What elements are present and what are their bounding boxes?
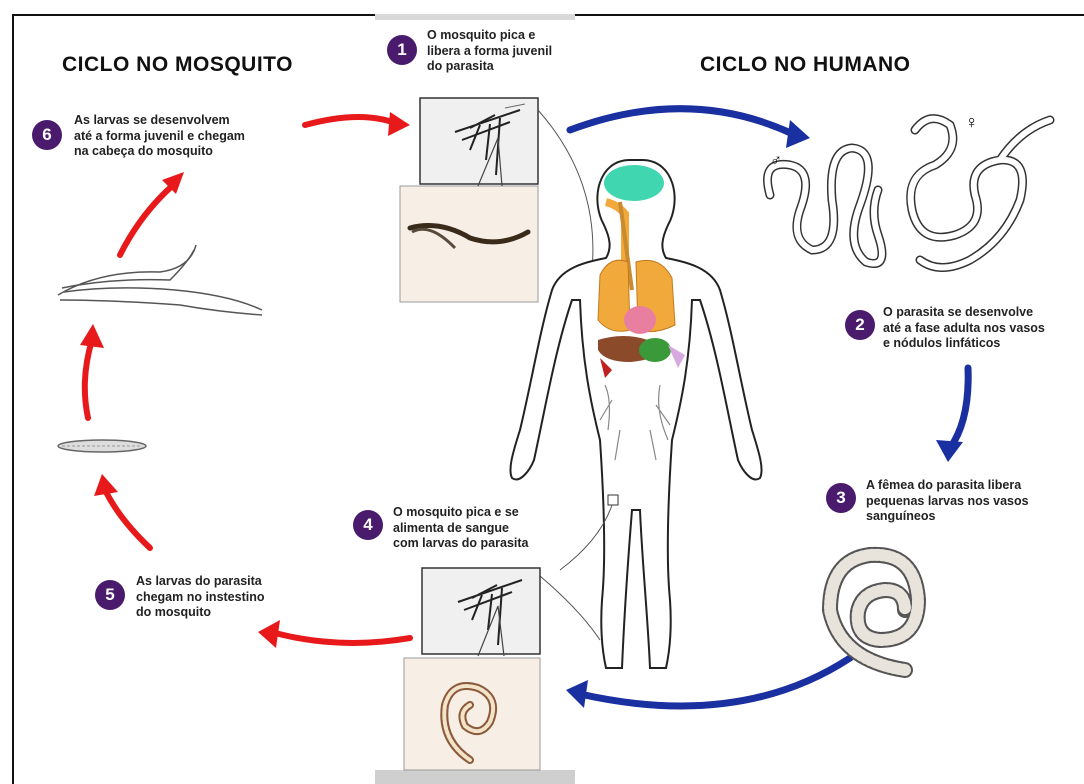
step-6-badge: 6 (32, 120, 62, 150)
human-body (510, 160, 761, 668)
step-6-line: até a forma juvenil e chegam (74, 129, 245, 145)
step-6-label: As larvas se desenvolvem até a forma juv… (74, 113, 245, 160)
step-4-badge: 4 (353, 510, 383, 540)
step-2-line: e nódulos linfáticos (883, 336, 1045, 352)
arrow-larva-up-head (80, 324, 104, 348)
arrow-step4-to-step5 (275, 633, 410, 643)
arrow-step5-up-head (94, 474, 118, 496)
mosquito-cycle-arrows (80, 112, 410, 648)
step-5-line: do mosquito (136, 605, 265, 621)
human-cycle-heading: CICLO NO HUMANO (700, 53, 911, 77)
step-5-label: As larvas do parasita chegam no instesti… (136, 574, 265, 621)
step-2-line: até a fase adulta nos vasos (883, 321, 1045, 337)
step-2-badge: 2 (845, 310, 875, 340)
larva-coiled-panel (404, 658, 540, 770)
step-5-line: chegam no instestino (136, 590, 265, 606)
step-4-label: O mosquito pica e se alimenta de sangue … (393, 505, 528, 552)
step-3-label: A fêmea do parasita libera pequenas larv… (866, 478, 1029, 525)
step-2-line: O parasita se desenvolve (883, 305, 1045, 321)
arrow-step2-to-step3-head (936, 440, 963, 462)
step-3-line: A fêmea do parasita libera (866, 478, 1029, 494)
step-5-line: As larvas do parasita (136, 574, 265, 590)
heart (624, 306, 656, 334)
juvenile-worm-panel (400, 186, 538, 302)
arrow-step4-to-step5-head (258, 620, 280, 648)
step-4-line: com larvas do parasita (393, 536, 528, 552)
arrow-step6-to-step1 (305, 117, 395, 125)
step-1-line: O mosquito pica e (427, 28, 552, 44)
arrow-step1-to-step2 (570, 109, 795, 135)
step-6-line: As larvas se desenvolvem (74, 113, 245, 129)
mosquito-cycle-heading: CICLO NO MOSQUITO (62, 53, 293, 77)
mosquito-bite-panel-top (420, 98, 538, 184)
stomach (639, 338, 671, 362)
step-1-line: do parasita (427, 59, 552, 75)
step-3-badge: 3 (826, 483, 856, 513)
bottom-fold-shadow (375, 770, 575, 784)
step-3-line: sanguíneos (866, 509, 1029, 525)
top-fold-shadow (375, 14, 575, 20)
arrow-step5-up (105, 490, 150, 548)
microfilaria-coiled (830, 555, 918, 670)
adult-worms (768, 119, 1051, 268)
callout-line-top (538, 110, 593, 270)
brain (604, 165, 664, 201)
larva-sausage-stage (58, 440, 146, 452)
step-1-badge: 1 (387, 35, 417, 65)
step-4-line: O mosquito pica e se (393, 505, 528, 521)
male-symbol: ♂ (770, 152, 782, 170)
female-symbol: ♀ (965, 112, 979, 133)
step-4-line: alimenta de sangue (393, 521, 528, 537)
juvenile-larva-left (58, 245, 262, 315)
step-6-line: na cabeça do mosquito (74, 144, 245, 160)
step-1-line: libera a forma juvenil (427, 44, 552, 60)
step-1-label: O mosquito pica e libera a forma juvenil… (427, 28, 552, 75)
arrow-step6-to-step1-head (388, 112, 410, 136)
arrow-step3-to-step4-head (566, 680, 588, 708)
mosquito-feeding-panel (422, 568, 540, 654)
arrow-step1-head (786, 120, 810, 148)
step-2-label: O parasita se desenvolve até a fase adul… (883, 305, 1045, 352)
arrow-larva-up (85, 340, 92, 418)
arrow-to-step6 (120, 186, 172, 255)
step-3-line: pequenas larvas nos vasos (866, 494, 1029, 510)
step-5-badge: 5 (95, 580, 125, 610)
arrow-step2-to-step3 (950, 368, 968, 448)
